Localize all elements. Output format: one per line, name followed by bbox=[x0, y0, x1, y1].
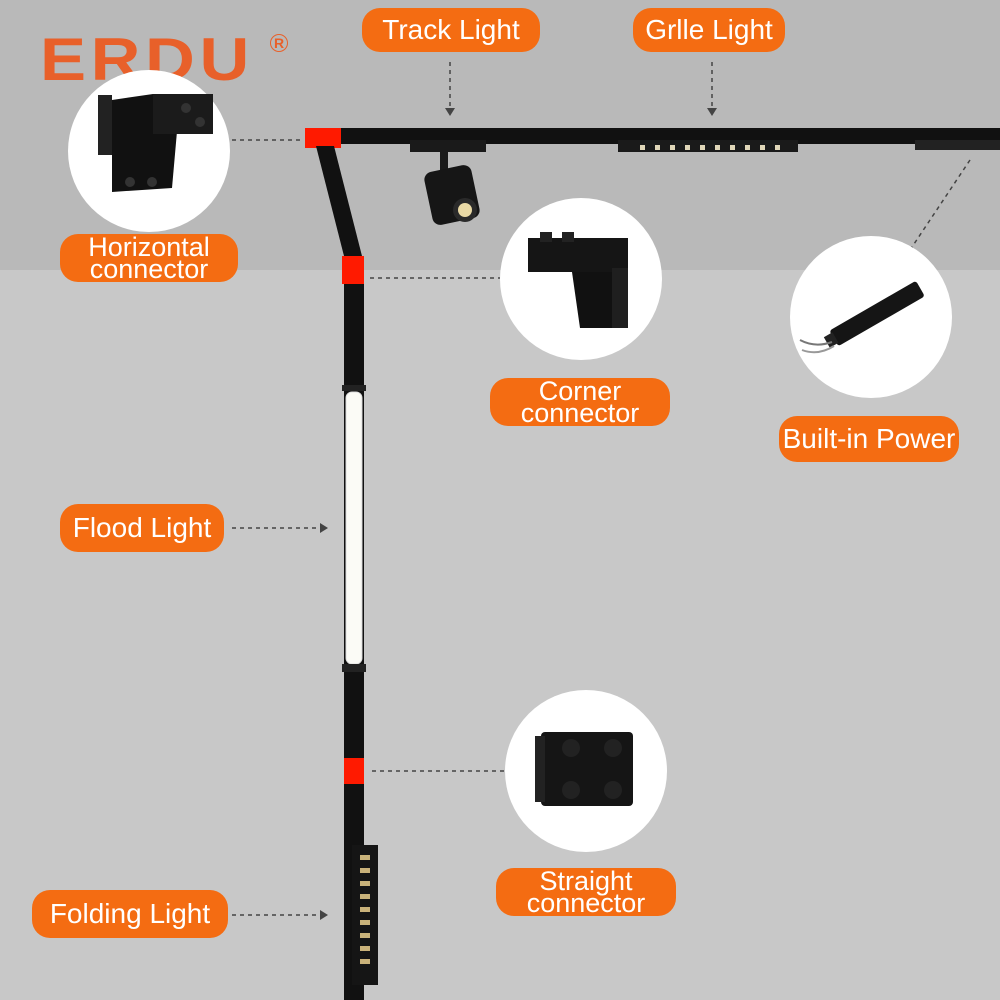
corner-connector-icon bbox=[528, 232, 628, 328]
flood-light-tube bbox=[345, 391, 363, 665]
horizontal-connector-icon bbox=[98, 94, 213, 192]
label-corner-connector: Corner connector bbox=[490, 376, 670, 428]
power-end-piece bbox=[915, 140, 1000, 150]
label-straight-connector-line2: connector bbox=[526, 888, 646, 918]
label-grille-light: Grlle Light bbox=[633, 8, 785, 52]
arrow-grille-light bbox=[707, 108, 717, 116]
straight-connector-icon bbox=[535, 732, 633, 806]
leader-lines bbox=[232, 62, 971, 916]
arrow-folding-light bbox=[320, 910, 328, 920]
label-horizontal-connector: Horizontal connector bbox=[60, 232, 238, 284]
arrow-track-light bbox=[445, 108, 455, 116]
label-horizontal-connector-line2: connector bbox=[89, 254, 209, 284]
flood-light-cap-top bbox=[342, 385, 366, 391]
label-straight-connector-line1: Straight bbox=[539, 866, 633, 896]
straight-joint-red bbox=[344, 758, 364, 784]
folding-light-leds bbox=[360, 855, 370, 964]
registered-mark: R bbox=[270, 34, 288, 52]
corner-joint-red bbox=[305, 128, 341, 148]
corner-connector-detail bbox=[500, 198, 662, 360]
grille-light-bar bbox=[618, 140, 798, 152]
leader-arrowheads bbox=[320, 108, 717, 920]
flood-light-cap-bottom bbox=[342, 664, 366, 672]
built-in-power-detail bbox=[790, 236, 952, 398]
label-folding-light: Folding Light bbox=[32, 890, 228, 938]
built-in-power-icon bbox=[799, 281, 924, 354]
label-straight-connector: Straight connector bbox=[496, 866, 676, 918]
straight-connector-detail bbox=[505, 690, 667, 852]
angled-track bbox=[316, 146, 362, 256]
corner-joint-red-2 bbox=[342, 256, 364, 284]
horizontal-connector-detail bbox=[68, 70, 230, 232]
arrow-flood-light bbox=[320, 523, 328, 533]
leader-built-in-power bbox=[909, 159, 971, 251]
label-flood-light: Flood Light bbox=[60, 504, 224, 552]
label-corner-connector-line2: connector bbox=[520, 398, 640, 428]
label-corner-connector-line1: Corner bbox=[538, 376, 622, 406]
grille-light-leds bbox=[640, 145, 780, 150]
label-horizontal-connector-line1: Horizontal bbox=[88, 232, 210, 262]
label-built-in-power: Built-in Power bbox=[779, 416, 959, 462]
track-spot-light bbox=[410, 140, 486, 225]
label-track-light: Track Light bbox=[362, 8, 540, 52]
